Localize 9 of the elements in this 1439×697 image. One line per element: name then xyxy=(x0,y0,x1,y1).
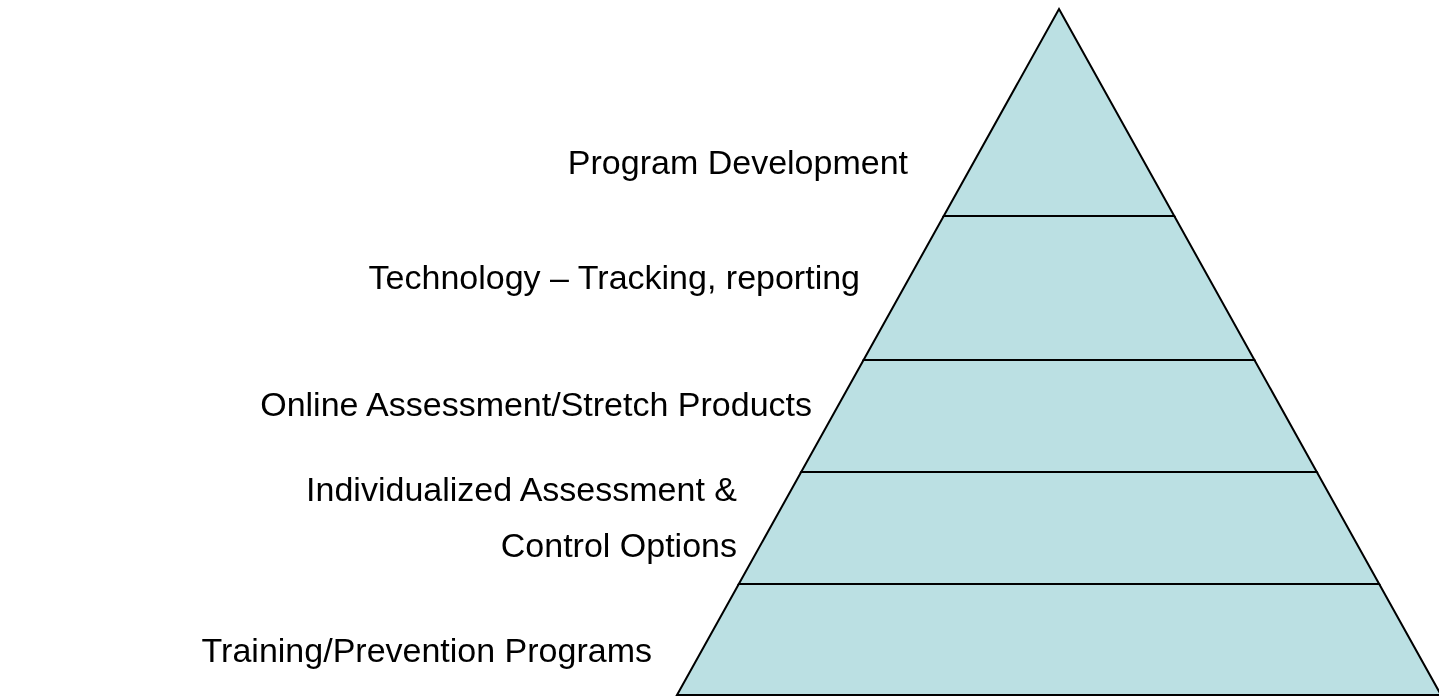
tier-label: Technology – Tracking, reporting xyxy=(367,257,860,298)
tier-label: Individualized Assessment & Control Options xyxy=(305,469,737,566)
tier-label: Online Assessment/Stretch Products xyxy=(259,384,812,425)
pyramid-tier xyxy=(737,471,1381,585)
tier-label: Program Development xyxy=(566,142,908,183)
pyramid-tier xyxy=(942,6,1176,217)
pyramid-tier xyxy=(861,215,1257,361)
tier-label: Training/Prevention Programs xyxy=(200,630,652,671)
pyramid-tier xyxy=(675,583,1439,696)
